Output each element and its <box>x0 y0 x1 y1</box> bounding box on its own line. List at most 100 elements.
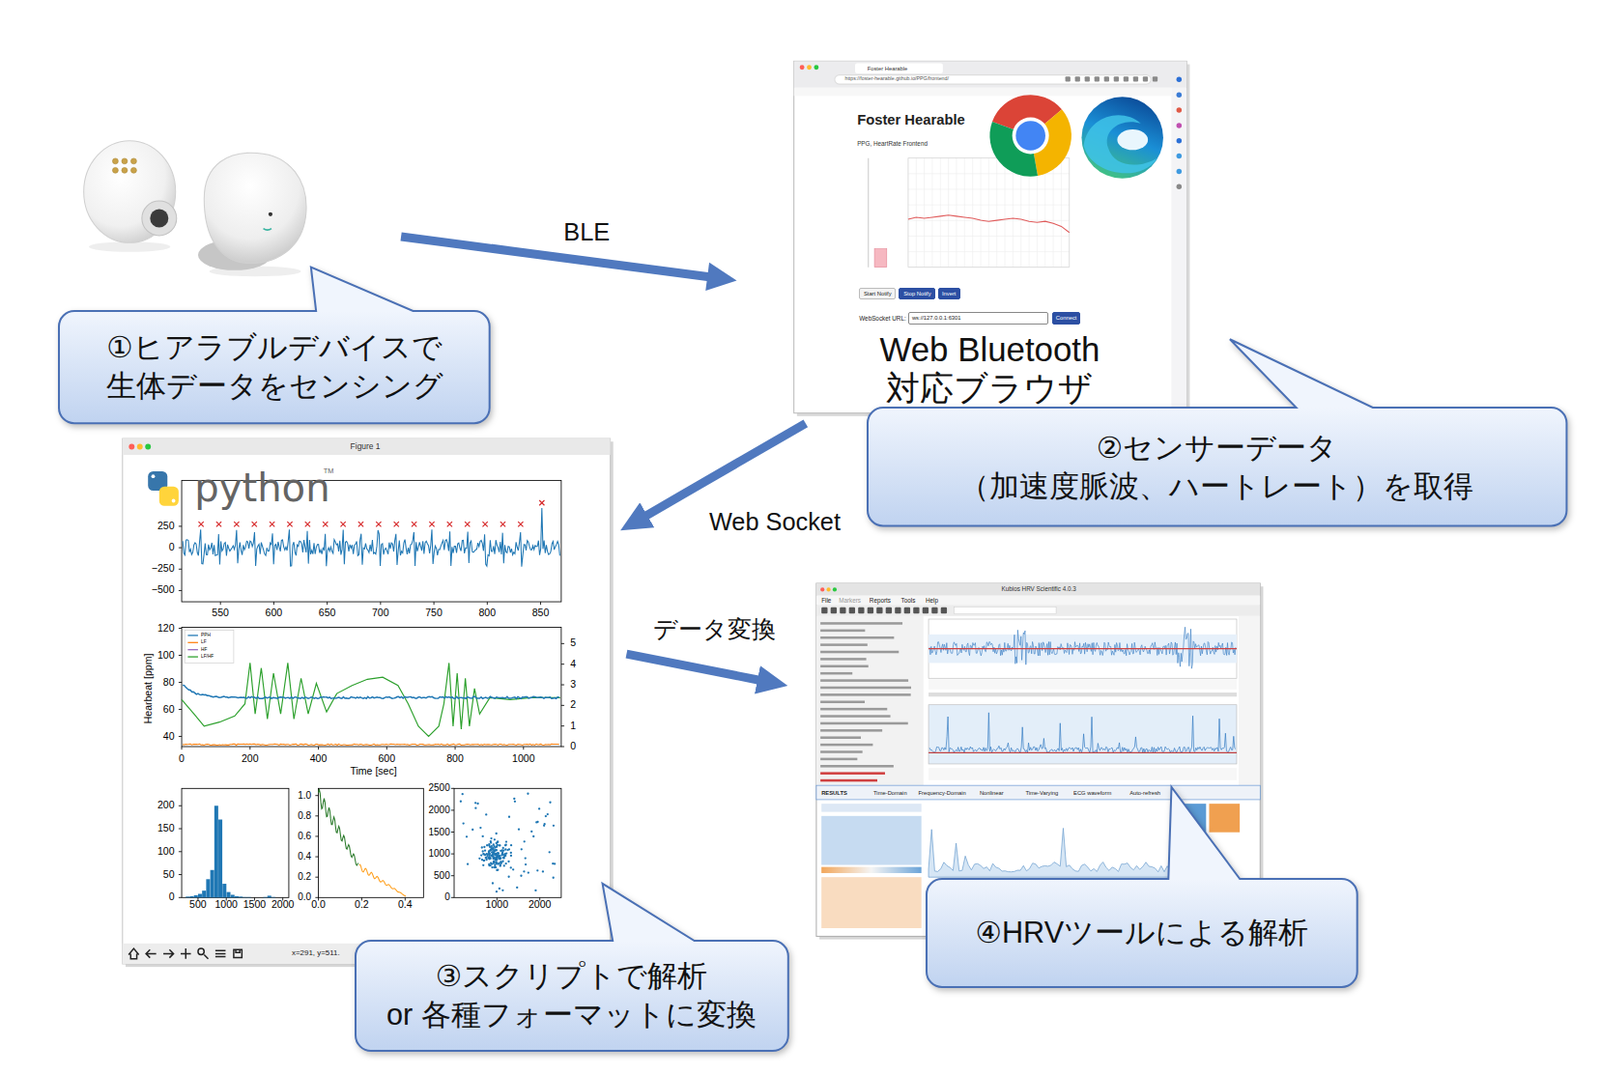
logo-disc <box>1081 96 1163 178</box>
scatter-point <box>535 821 538 824</box>
callout-shape <box>867 407 1567 527</box>
panel-text-line <box>820 672 853 676</box>
scatter-point <box>484 850 486 853</box>
panel-text-line <box>820 622 903 626</box>
scatter-point <box>487 857 490 859</box>
scatter-point <box>490 849 493 852</box>
tick-label: 0.2 <box>354 899 370 912</box>
time-axis <box>928 768 1237 781</box>
tick-mark <box>314 897 318 899</box>
scatter-point <box>474 806 477 809</box>
scatter-point <box>491 882 494 885</box>
tab-label: Time-Varying <box>1025 789 1058 796</box>
scatter-point <box>496 862 499 865</box>
logo-wave <box>1084 114 1158 173</box>
side-icon <box>1176 91 1182 97</box>
tick-mark <box>178 828 182 830</box>
grid-line <box>988 158 990 268</box>
callout-box: ①ヒアラブルデバイスで 生体データをセンシング <box>58 311 490 424</box>
side-bar <box>1171 87 1187 414</box>
scatter-point <box>504 862 507 865</box>
histogram-bar <box>242 896 247 899</box>
toolbar-icon <box>1085 76 1090 82</box>
callout-shape <box>58 311 490 424</box>
charge-contact <box>112 167 118 173</box>
tick-label: 0 <box>570 741 576 753</box>
logo-inner <box>1116 129 1148 150</box>
toolbar-icon <box>1075 76 1081 82</box>
legend-sample <box>187 656 199 658</box>
browser-window: Foster HearablePPG, HeartRate FrontendWe… <box>794 60 1188 413</box>
scatter-point <box>487 850 490 853</box>
settings-panel <box>816 616 924 786</box>
tab-title: Foster Hearable <box>867 65 909 72</box>
scatter-point <box>496 852 499 855</box>
tick-label: 80 <box>163 677 175 689</box>
grid-line <box>923 158 925 268</box>
scatter-point <box>488 857 491 859</box>
tool-icon <box>849 607 856 614</box>
axis-title: Hearbeat [ppm] <box>142 654 155 725</box>
tick-mark <box>178 736 182 738</box>
scatter-point <box>482 864 485 867</box>
tool-bar <box>816 604 1260 617</box>
scatter-point <box>502 847 505 850</box>
tick-mark <box>326 601 328 605</box>
tick-mark <box>314 795 318 797</box>
scatter-point <box>510 866 513 869</box>
scatter-point <box>523 840 526 843</box>
scatter-point <box>459 800 462 803</box>
rr-plot <box>928 705 1237 765</box>
scatter-point <box>544 815 547 818</box>
logo-text: python <box>194 466 330 510</box>
tick-mark <box>273 601 275 605</box>
tick-mark <box>451 809 455 811</box>
scatter-point <box>548 801 551 804</box>
tab-label: ECG waveform <box>1073 789 1112 796</box>
scatter-point <box>507 876 510 879</box>
tick-mark <box>317 746 319 750</box>
menu-item: Tools <box>901 597 916 604</box>
tick-mark <box>178 897 182 899</box>
callout-text: ①ヒアラブルデバイスで 生体データをセンシング <box>106 328 444 406</box>
tool-icon <box>941 607 947 614</box>
menu-item: Reports <box>869 597 891 604</box>
arrow-shaft <box>400 236 710 278</box>
menu-item: Help <box>925 597 939 604</box>
side-tools <box>1238 616 1260 786</box>
histogram-bar <box>198 894 202 899</box>
tick-mark <box>181 746 183 750</box>
heartbeat-line <box>182 685 560 699</box>
axis-title: Time [sec] <box>349 767 397 779</box>
scatter-point <box>524 857 527 859</box>
peak-marker <box>447 521 453 527</box>
earbud-nozzle <box>142 200 177 236</box>
tick-mark <box>561 746 565 748</box>
toolbar-icon <box>1152 76 1158 82</box>
grid-line <box>940 158 942 268</box>
scatter-point <box>489 854 492 857</box>
title-bar <box>122 438 611 456</box>
histogram-bar <box>189 896 194 898</box>
callout-text: ③スクリプトで解析 or 各種フォーマットに変換 <box>386 957 757 1035</box>
tool-icon <box>839 607 846 614</box>
logo-ring <box>1012 116 1050 154</box>
panel-text-line <box>820 729 883 733</box>
panel-text-line <box>820 686 912 690</box>
tick-label: 850 <box>532 607 550 620</box>
scatter-point <box>485 857 487 859</box>
scatter-point <box>530 830 533 833</box>
toolbar-icon <box>1114 76 1119 82</box>
grid-line <box>1004 158 1006 268</box>
grid-line <box>1012 158 1014 268</box>
bookmark-bar <box>794 87 1172 96</box>
tool-icon <box>885 607 892 614</box>
tick-mark <box>451 788 455 790</box>
sns-panel <box>821 877 921 929</box>
grid-line <box>908 251 1070 253</box>
panel-text-line <box>820 651 899 655</box>
toolbar-icon <box>1133 76 1139 82</box>
callout-box: ③スクリプトで解析 or 各種フォーマットに変換 <box>355 941 789 1052</box>
tool-icon <box>913 607 919 614</box>
scatter-point <box>485 813 487 816</box>
